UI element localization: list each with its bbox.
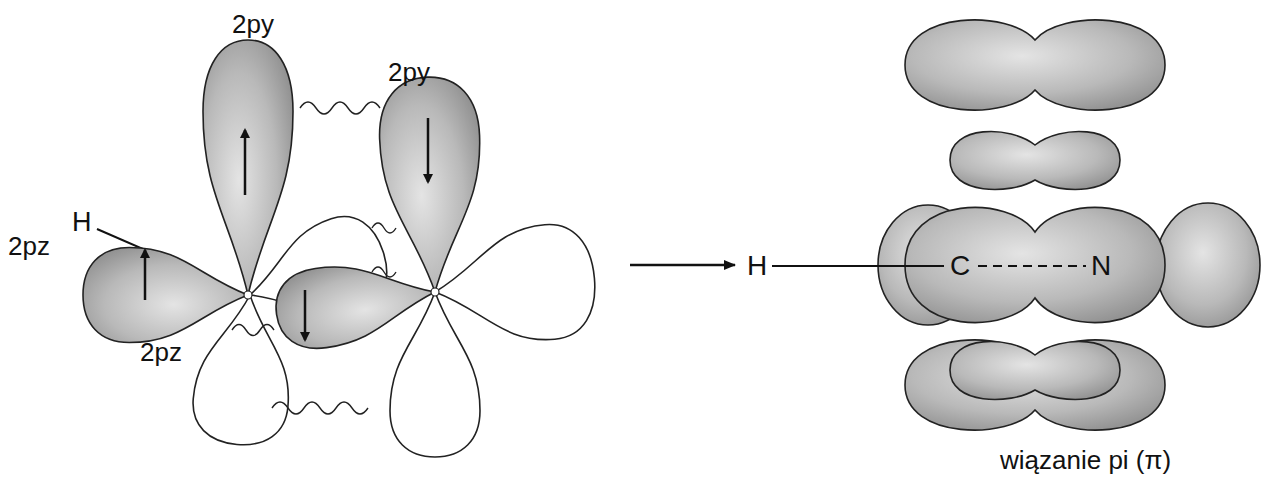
orbital-lobe bbox=[83, 248, 248, 343]
nucleus bbox=[431, 288, 439, 296]
orbital-lobe bbox=[378, 75, 485, 293]
orbital-label: H bbox=[72, 207, 92, 238]
spin-arrow bbox=[244, 130, 247, 195]
wave-line bbox=[272, 402, 368, 414]
bond-line bbox=[978, 265, 1086, 267]
wave-line bbox=[300, 102, 380, 114]
spin-arrow bbox=[427, 118, 430, 182]
wave-line bbox=[372, 223, 396, 233]
orbital-label: H bbox=[747, 250, 767, 282]
label-anchor: H bbox=[747, 250, 767, 282]
spin-arrow bbox=[144, 250, 147, 300]
orbital-label: N bbox=[1091, 250, 1111, 282]
pi-lobe bbox=[905, 340, 1165, 430]
orbital-lobe bbox=[271, 252, 441, 353]
transform-arrow bbox=[630, 264, 735, 267]
spin-arrow bbox=[304, 290, 307, 340]
label-anchor: wiązanie pi (π) bbox=[1000, 446, 1171, 476]
orbital-lobe bbox=[1156, 203, 1260, 327]
label-anchor: 2pz bbox=[8, 232, 50, 262]
pi-lobe bbox=[905, 20, 1165, 110]
orbital-label: C bbox=[950, 250, 970, 282]
orbital-label: 2py bbox=[232, 10, 274, 40]
orbital-lobe bbox=[203, 40, 293, 295]
pi-lobe bbox=[950, 131, 1120, 189]
nucleus bbox=[244, 291, 252, 299]
pi-lobe bbox=[950, 341, 1120, 399]
label-anchor: H bbox=[72, 207, 92, 238]
pi-bond-model bbox=[878, 20, 1260, 430]
label-anchor: C bbox=[950, 250, 970, 282]
orbital-label: 2pz bbox=[8, 232, 50, 262]
orbital-label: 2py bbox=[388, 58, 430, 88]
orbital-lobe bbox=[390, 292, 480, 457]
wave-line bbox=[372, 267, 396, 277]
orbital-label: 2pz bbox=[140, 338, 182, 368]
label-anchor: 2pz bbox=[140, 338, 182, 368]
orbital-lobe bbox=[430, 221, 599, 350]
orbital-lobes bbox=[83, 40, 599, 457]
label-anchor: 2py bbox=[388, 58, 430, 88]
bond-line bbox=[772, 265, 944, 267]
label-anchor: N bbox=[1091, 250, 1111, 282]
overlap-waves bbox=[232, 102, 396, 414]
label-anchor: 2py bbox=[232, 10, 274, 40]
wave-line bbox=[232, 325, 274, 336]
caption-label: wiązanie pi (π) bbox=[1000, 446, 1171, 476]
